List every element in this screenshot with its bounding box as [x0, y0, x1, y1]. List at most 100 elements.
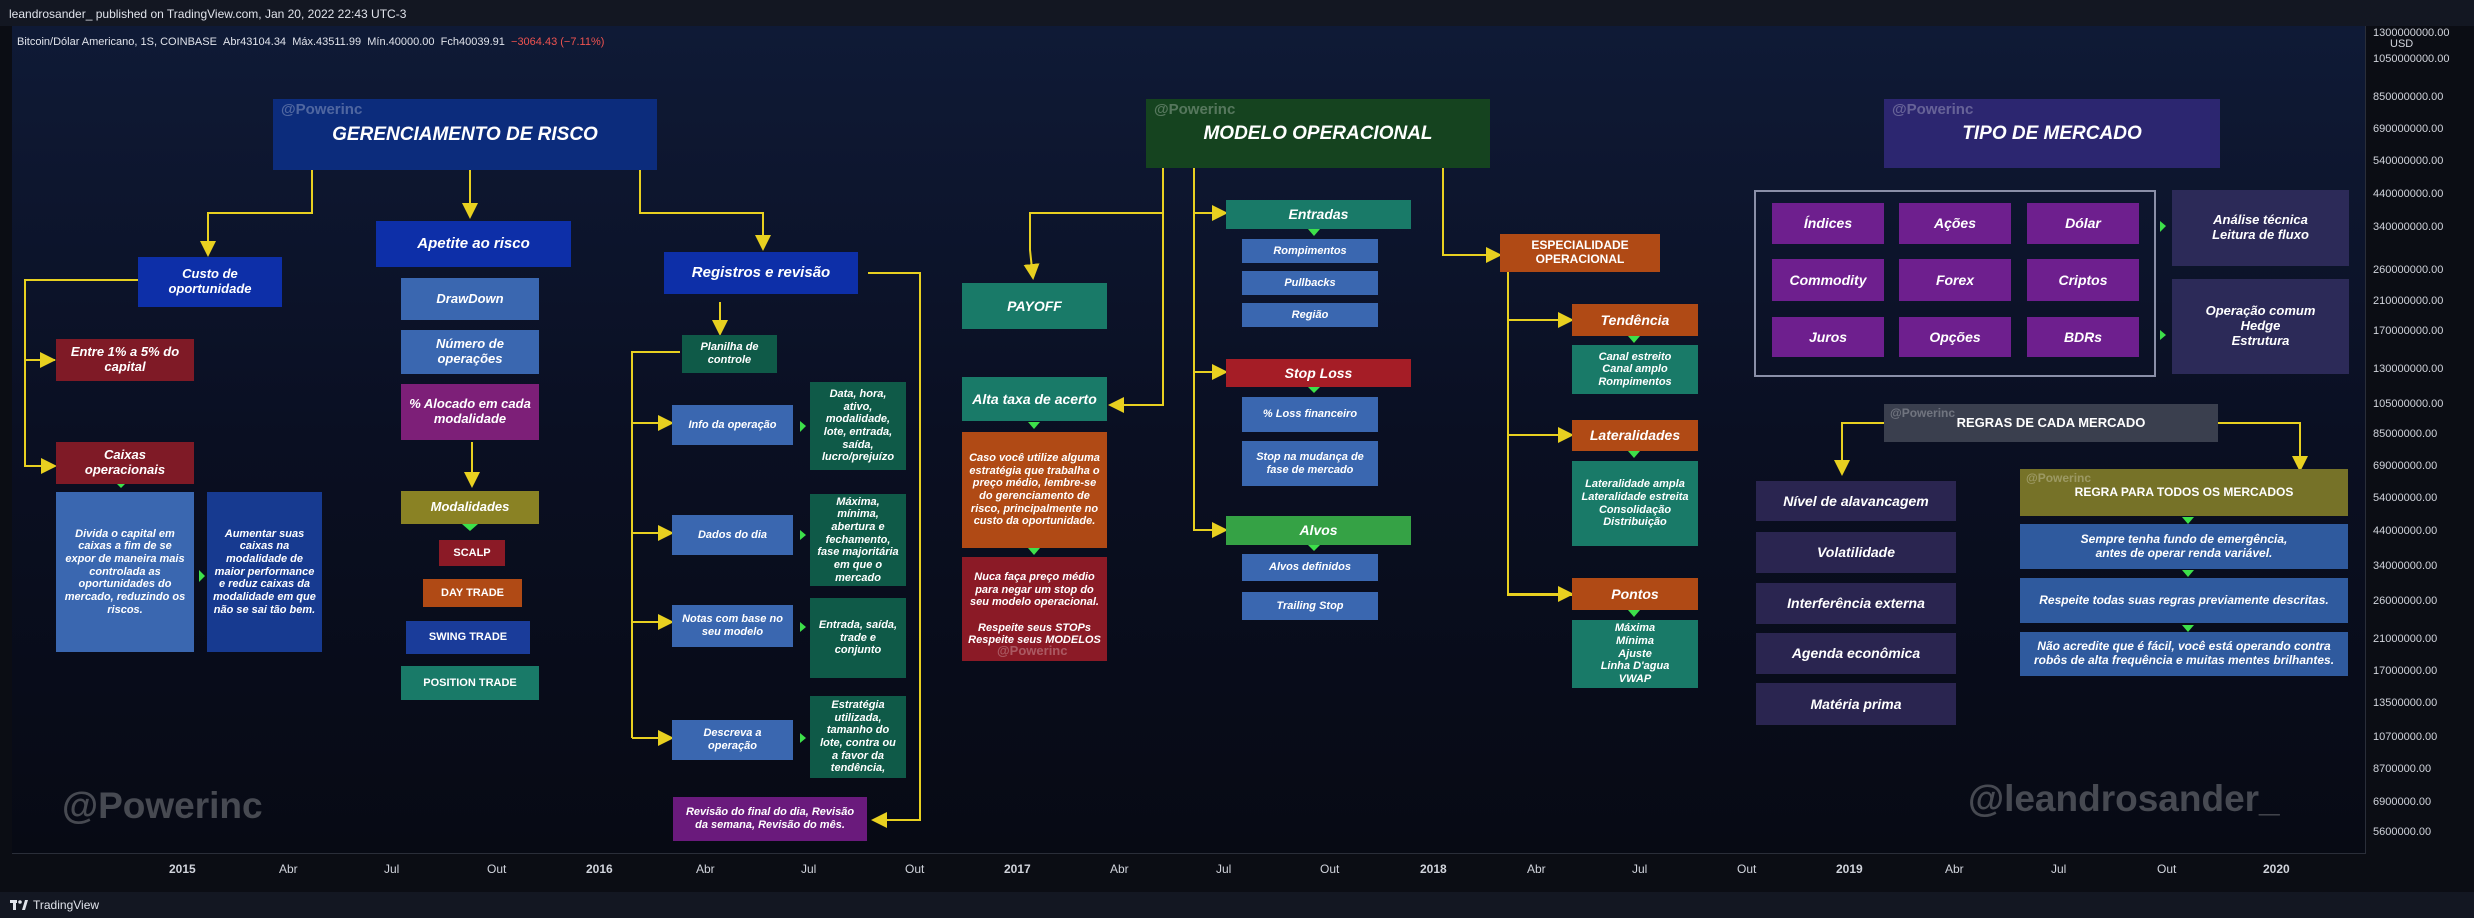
symbol-legend[interactable]: Bitcoin/Dólar Americano, 1S, COINBASE Ab…: [17, 36, 604, 48]
price-axis-label: 10700000.00: [2373, 731, 2438, 743]
time-axis-label: Jul: [1216, 862, 1232, 876]
price-axis-border: [2365, 26, 2366, 853]
market-item: Criptos: [2027, 259, 2139, 301]
risk-title-box: GERENCIAMENTO DE RISCO: [273, 99, 657, 170]
time-axis-label: 2018: [1420, 862, 1447, 876]
leandrosander-watermark: @leandrosander_: [1968, 778, 2280, 819]
info-detail-box: Data, hora, ativo, modalidade, lote, ent…: [810, 382, 906, 470]
tradingview-footer: TradingView: [0, 892, 2474, 918]
tag-watermark: @Powerinc: [1892, 101, 1974, 118]
tradingview-logo-icon: [10, 900, 28, 910]
time-axis-label: Jul: [384, 862, 400, 876]
rule-1-box: Sempre tenha fundo de emergência, antes …: [2020, 524, 2348, 569]
market-item: Forex: [1899, 259, 2011, 301]
apetite-box: Apetite ao risco: [376, 221, 571, 267]
market-item: Ações: [1899, 203, 2011, 244]
price-axis-label: 26000000.00: [2373, 595, 2438, 607]
symbol-name: Bitcoin/Dólar Americano, 1S, COINBASE: [17, 36, 217, 48]
tag-watermark: @Powerinc: [1154, 101, 1236, 118]
price-axis-label: 170000000.00: [2373, 325, 2444, 337]
alvos-box: Alvos: [1226, 516, 1411, 545]
numero-box: Número de operações: [401, 330, 539, 374]
price-axis-label: 44000000.00: [2373, 525, 2438, 537]
time-axis-label: 2019: [1836, 862, 1863, 876]
change-value: −3064.43 (−7.11%): [511, 36, 605, 48]
high-value: 43511.99: [316, 36, 362, 48]
market-item: Dólar: [2027, 203, 2139, 244]
close-label: Fch: [440, 36, 459, 48]
tendencia-box: Tendência: [1572, 304, 1698, 336]
tag-watermark: @Powerinc: [281, 101, 363, 118]
market-item: Opções: [1899, 317, 2011, 357]
time-axis-label: Jul: [2051, 862, 2067, 876]
price-axis-label: 34000000.00: [2373, 560, 2438, 572]
price-axis-label: 210000000.00: [2373, 295, 2444, 307]
romp-box: Rompimentos: [1242, 239, 1378, 263]
price-axis-label: 105000000.00: [2373, 398, 2444, 410]
price-axis-label: 690000000.00: [2373, 123, 2444, 135]
alocado-box: % Alocado em cada modalidade: [401, 384, 539, 440]
info-box: Info da operação: [672, 405, 793, 445]
time-axis-label: 2016: [586, 862, 613, 876]
published-info: leandrosander_ published on TradingView.…: [9, 7, 407, 21]
tend-detail-box: Canal estreito Canal amplo Rompimentos: [1572, 345, 1698, 394]
publish-bar: leandrosander_ published on TradingView.…: [0, 0, 2474, 26]
swing-box: SWING TRADE: [406, 621, 530, 654]
regras-box: REGRAS DE CADA MERCADO: [1884, 404, 2218, 442]
time-axis-label: Out: [1737, 862, 1757, 876]
model-title-box: MODELO OPERACIONAL: [1146, 99, 1490, 168]
market-title-box: TIPO DE MERCADO: [1884, 99, 2220, 168]
rule-left-item: Interferência externa: [1756, 583, 1956, 624]
price-axis-label: 440000000.00: [2373, 188, 2444, 200]
open-label: Abr: [223, 36, 241, 48]
later-detail-box: Lateralidade ampla Lateralidade estreita…: [1572, 461, 1698, 546]
currency-label: USD: [2390, 38, 2414, 50]
market-item: BDRs: [2027, 317, 2139, 357]
time-axis-label: 2020: [2263, 862, 2290, 876]
stoploss-box: Stop Loss: [1226, 359, 1411, 387]
rule-3-box: Não acredite que é fácil, você está oper…: [2020, 632, 2348, 676]
stopmud-box: Stop na mudança de fase de mercado: [1242, 441, 1378, 486]
rule-left-item: Matéria prima: [1756, 683, 1956, 725]
low-label: Mín.: [367, 36, 389, 48]
pontos-box: Pontos: [1572, 578, 1698, 610]
revisao-box: Revisão do final do dia, Revisão da sema…: [673, 797, 867, 841]
loss-box: % Loss financeiro: [1242, 397, 1378, 432]
drawdown-box: DrawDown: [401, 278, 539, 320]
caixas-box: Caixas operacionais: [56, 442, 194, 484]
risk-title: GERENCIAMENTO DE RISCO: [332, 123, 598, 145]
time-axis-label: Out: [2157, 862, 2177, 876]
price-axis-label: 260000000.00: [2373, 264, 2444, 276]
tag-watermark: @Powerinc: [2026, 471, 2092, 485]
price-axis-label: 340000000.00: [2373, 221, 2444, 233]
market-title: TIPO DE MERCADO: [1962, 122, 2142, 144]
time-axis-border: [12, 853, 2366, 854]
time-axis-label: Out: [487, 862, 507, 876]
registros-box: Registros e revisão: [664, 252, 858, 294]
price-axis-label: 6900000.00: [2373, 796, 2432, 808]
payoff-box: PAYOFF: [962, 283, 1107, 329]
rule-left-item: Volatilidade: [1756, 532, 1956, 573]
time-axis-label: 2017: [1004, 862, 1031, 876]
regra-todos-box: REGRA PARA TODOS OS MERCADOS: [2020, 469, 2348, 516]
analise-box: Análise técnica Leitura de fluxo: [2172, 190, 2349, 266]
regiao-box: Região: [1242, 303, 1378, 327]
model-title: MODELO OPERACIONAL: [1203, 122, 1433, 144]
scalp-box: SCALP: [439, 540, 505, 566]
modalidades-box: Modalidades: [401, 491, 539, 524]
pull-box: Pullbacks: [1242, 271, 1378, 295]
rule-left-item: Nível de alavancagem: [1756, 481, 1956, 521]
position-box: POSITION TRADE: [401, 666, 539, 700]
low-value: 40000.00: [388, 36, 435, 48]
time-axis-label: Jul: [1632, 862, 1648, 876]
time-axis-label: Abr: [696, 862, 715, 876]
caso-box: Caso você utilize alguma estratégia que …: [962, 432, 1107, 548]
powerinc-watermark: @Powerinc: [62, 785, 263, 826]
nuca-box: Nuca faça preço médio para negar um stop…: [962, 557, 1107, 661]
notas-box: Notas com base no seu modelo: [672, 605, 793, 647]
aumentar-box: Aumentar suas caixas na modalidade de ma…: [207, 492, 322, 652]
daytrade-box: DAY TRADE: [423, 579, 522, 607]
custo-box: Custo de oportunidade: [138, 257, 282, 307]
descreva-detail-box: Estratégia utilizada, tamanho do lote, c…: [810, 696, 906, 778]
